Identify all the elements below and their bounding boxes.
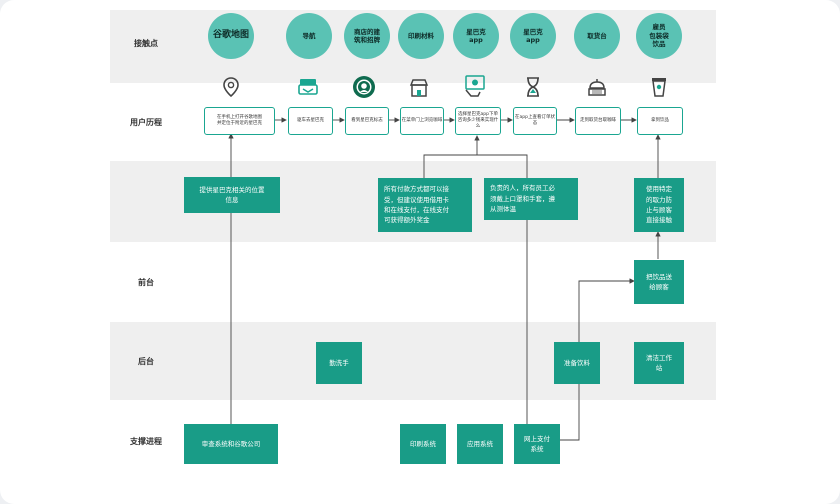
journey-step-browse-menu: 在菜单门上浏览咖啡 <box>400 107 444 135</box>
app-system-box: 应用系统 <box>457 424 503 464</box>
band-backstage <box>110 322 716 400</box>
touchpoint-staff-bag-drinks: 雇员 包装袋 饮品 <box>636 13 682 59</box>
deliver-drink-box: 把饮品送 给顾客 <box>634 260 684 304</box>
touchpoint-pickup-counter: 取货台 <box>574 13 620 59</box>
coffee-cup-icon <box>652 78 666 97</box>
touchpoint-starbucks-app-2: 星巴克 app <box>510 13 556 59</box>
touchpoint-navigation: 导航 <box>286 13 332 59</box>
touchpoint-printed-materials: 印刷材料 <box>398 13 444 59</box>
journey-step-see-sign: 看到星巴克标志 <box>345 107 389 135</box>
store-icon <box>409 79 429 97</box>
cash-register-icon <box>298 79 318 95</box>
prepare-drink-box: 准备饮料 <box>554 342 600 384</box>
online-payment-box: 网上支付 系统 <box>514 424 560 464</box>
location-info-box: 提供星巴克相关的位置 信息 <box>184 177 280 213</box>
print-system-box: 印刷系统 <box>400 424 446 464</box>
wash-hands-box: 勤洗手 <box>316 342 362 384</box>
mobile-payment-icon <box>465 75 485 97</box>
journey-step-order-app: 选择星巴克app下单 咨询多少钱来实现什么 <box>455 107 501 135</box>
payment-methods-box: 所有付款方式都可以接 受，但建议使用借用卡 和在线支付，在线支付 可获得额外奖金 <box>378 178 472 232</box>
starbucks-logo-icon <box>353 76 375 98</box>
journey-step-get-drink: 拿到饮品 <box>637 107 683 135</box>
row-label-journey: 用户历程 <box>130 118 162 127</box>
location-pin-icon <box>223 77 239 98</box>
counter-bell-icon <box>588 79 606 96</box>
row-label-backstage: 后台 <box>138 357 154 366</box>
touchpoint-storefront-signage: 商店的建 筑和招牌 <box>344 13 390 59</box>
band-frontstage <box>110 242 716 322</box>
journey-step-check-status: 在app上查看订单状态 <box>513 107 557 135</box>
journey-step-open-maps: 在手机上打开谷歌地图 并定位于附近的星巴克 <box>204 107 275 135</box>
row-label-touchpoints: 接触点 <box>134 39 158 48</box>
contactless-pickup-box: 使用特定 的取力防 止与顾客 直接接触 <box>634 178 684 232</box>
hourglass-icon <box>527 77 539 97</box>
review-system-google-box: 审查系统和谷歌公司 <box>184 424 278 464</box>
journey-step-go-pickup: 走到取货台取咖啡 <box>575 107 621 135</box>
touchpoint-starbucks-app-1: 星巴克 app <box>453 13 499 59</box>
row-label-frontstage: 前台 <box>138 278 154 287</box>
touchpoint-google-maps: 谷歌地图 <box>208 13 254 59</box>
journey-step-drive: 驱车去星巴克 <box>288 107 333 135</box>
clean-workstation-box: 清洁工作 站 <box>634 342 684 384</box>
staff-safety-box: 负责的人，所有员工必 须戴上口罩和手套，遵 从测体温 <box>484 178 578 220</box>
row-label-support: 支撑进程 <box>130 437 162 446</box>
